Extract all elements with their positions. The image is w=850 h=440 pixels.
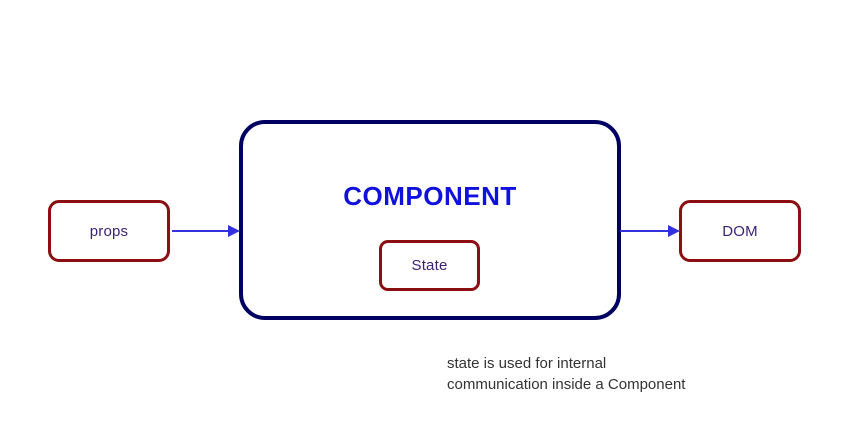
node-component-label: COMPONENT [343,181,517,211]
node-props-label: props [89,222,129,240]
node-dom[interactable]: DOM [679,200,801,262]
node-dom-label: DOM [722,222,758,240]
node-props[interactable]: props [48,200,170,262]
props-to-component-arrow [172,225,240,237]
node-state-label: State [411,257,448,274]
component-to-dom-arrow [620,225,680,237]
diagram-caption: state is used for internal communication… [447,355,686,393]
node-state[interactable]: State [379,240,480,291]
